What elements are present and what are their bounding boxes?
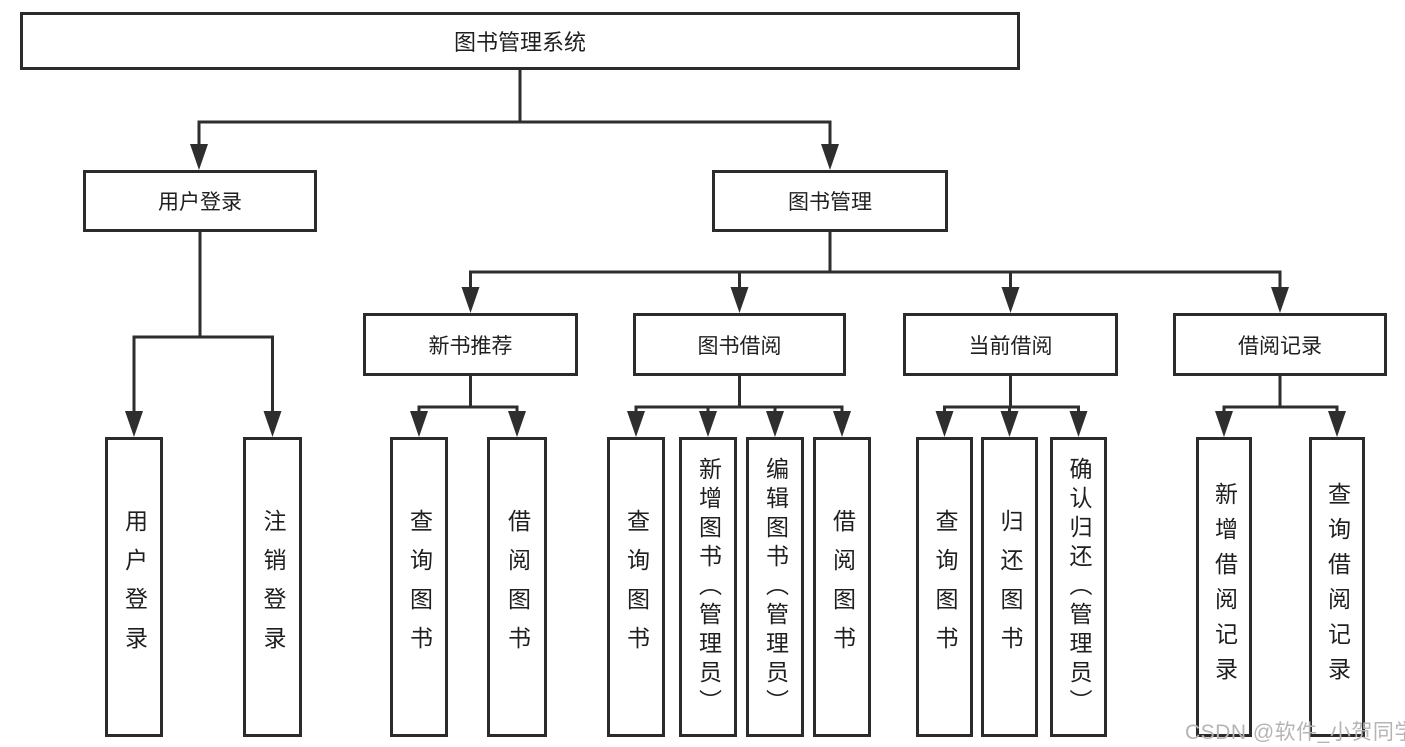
node-label: 归还图书	[997, 509, 1023, 665]
leaf-return-books: 归还图书	[981, 437, 1038, 737]
node-label: 用户登录	[121, 509, 148, 665]
node-book-borrowing: 图书借阅	[633, 313, 846, 376]
leaf-add-borrow-record: 新增借阅记录	[1196, 437, 1252, 737]
leaf-query-books-borrowing: 查询图书	[607, 437, 665, 737]
node-label: 借阅图书	[504, 509, 531, 665]
node-library-management-system: 图书管理系统	[20, 12, 1020, 70]
node-label: 查询图书	[623, 509, 650, 665]
node-label: 借阅图书	[829, 509, 856, 665]
node-new-book-recommend: 新书推荐	[363, 313, 578, 376]
leaf-borrow-books-recommend: 借阅图书	[487, 437, 547, 737]
node-label: 查询图书	[406, 509, 433, 665]
node-label: 确认归还（管理员）	[1066, 456, 1092, 718]
node-label: 编辑图书（管理员）	[762, 456, 789, 718]
node-label: 查询借阅记录	[1324, 482, 1351, 692]
node-label: 借阅记录	[1238, 334, 1322, 358]
node-label: 注销登录	[260, 509, 286, 665]
node-label: 新增借阅记录	[1211, 482, 1238, 692]
leaf-query-books-current: 查询图书	[916, 437, 973, 737]
node-label: 新书推荐	[428, 334, 513, 358]
node-label: 新增图书（管理员）	[695, 456, 722, 718]
leaf-user-login: 用户登录	[105, 437, 163, 737]
node-label: 图书借阅	[697, 334, 782, 358]
node-label: 图书管理系统	[453, 30, 586, 55]
leaf-borrow-books-borrowing: 借阅图书	[813, 437, 871, 737]
node-label: 图书管理	[788, 191, 872, 214]
leaf-confirm-return-admin: 确认归还（管理员）	[1050, 437, 1107, 737]
node-user-login: 用户登录	[83, 170, 317, 232]
node-borrowing-records: 借阅记录	[1173, 313, 1387, 376]
node-label: 当前借阅	[968, 334, 1053, 358]
leaf-edit-books-admin: 编辑图书（管理员）	[746, 437, 804, 737]
leaf-query-borrow-record: 查询借阅记录	[1309, 437, 1365, 737]
leaf-logout: 注销登录	[243, 437, 302, 737]
leaf-add-books-admin: 新增图书（管理员）	[679, 437, 737, 737]
csdn-watermark: CSDN @软件_小贺同学	[1185, 721, 1405, 744]
node-book-management: 图书管理	[712, 170, 948, 232]
node-label: 查询图书	[932, 509, 958, 665]
leaf-query-books-recommend: 查询图书	[390, 437, 448, 737]
node-label: 用户登录	[158, 191, 242, 214]
node-current-borrowing: 当前借阅	[903, 313, 1118, 376]
